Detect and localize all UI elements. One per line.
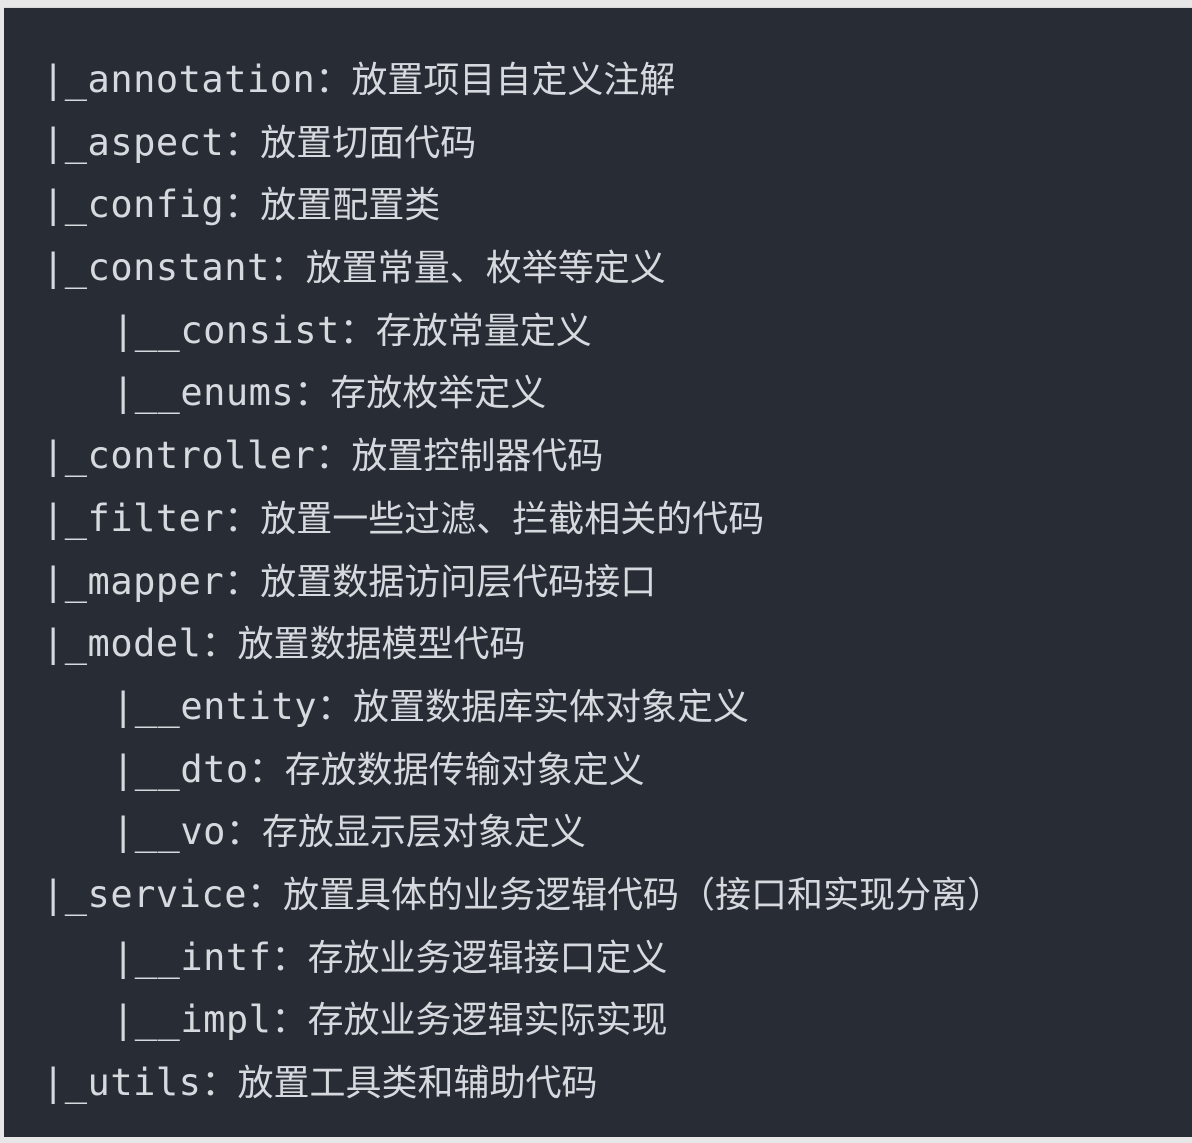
tree-line-mapper: |_mapper：放置数据访问层代码接口: [42, 551, 1003, 614]
line-description: ：放置工具类和辅助代码: [201, 1063, 598, 1104]
tree-line-entity: |__entity：放置数据库实体对象定义: [42, 676, 1003, 739]
tree-line-consist: |__consist：存放常量定义: [42, 300, 1003, 363]
line-description: ：放置数据模型代码: [201, 624, 526, 666]
line-description: ：放置数据访问层代码接口: [224, 561, 657, 603]
line-description: ：放置具体的业务逻辑代码（接口和实现分离）: [246, 874, 1003, 916]
line-prefix: |_filter: [42, 496, 225, 540]
tree-line-model: |_model：放置数据模型代码: [42, 613, 1003, 676]
line-prefix: |__intf: [112, 935, 272, 979]
line-prefix: |_model: [42, 622, 202, 666]
line-prefix: |__impl: [112, 998, 272, 1042]
line-description: ：存放显示层对象定义: [225, 812, 586, 854]
tree-line-controller: |_controller：放置控制器代码: [42, 425, 1003, 488]
tree-line-dto: |__dto：存放数据传输对象定义: [42, 739, 1003, 802]
line-description: ：放置切面代码: [224, 122, 477, 164]
line-prefix: |__entity: [112, 684, 317, 728]
line-prefix: |_constant: [42, 246, 270, 290]
tree-line-service: |_service：放置具体的业务逻辑代码（接口和实现分离）: [42, 864, 1003, 927]
tree-line-filter: |_filter：放置一些过滤、拦截相关的代码: [42, 488, 1003, 551]
line-description: ：存放业务逻辑实际实现: [271, 1000, 668, 1042]
line-prefix: |__enums: [112, 371, 295, 415]
line-description: ：放置配置类: [224, 185, 441, 227]
line-description: ：存放枚举定义: [294, 373, 547, 415]
tree-line-intf: |__intf：存放业务逻辑接口定义: [42, 927, 1003, 990]
line-description: ：放置一些过滤、拦截相关的代码: [224, 498, 765, 540]
line-description: ：放置项目自定义注解: [315, 60, 676, 101]
line-prefix: |__vo: [112, 810, 226, 854]
tree-line-utils: |_utils：放置工具类和辅助代码: [42, 1052, 1003, 1115]
tree-line-enums: |__enums：存放枚举定义: [42, 362, 1003, 425]
line-prefix: |__dto: [112, 747, 249, 791]
directory-tree: |_annotation：放置项目自定义注解 |_aspect：放置切面代码 |…: [42, 49, 1003, 1115]
line-prefix: |_config: [42, 183, 225, 227]
line-description: ：存放业务逻辑接口定义: [271, 937, 668, 979]
line-prefix: |_controller: [42, 434, 316, 478]
tree-line-impl: |__impl：存放业务逻辑实际实现: [42, 989, 1003, 1052]
line-prefix: |_aspect: [42, 120, 225, 164]
line-description: ：存放常量定义: [339, 310, 592, 352]
tree-line-vo: |__vo：存放显示层对象定义: [42, 801, 1003, 864]
line-prefix: |_service: [42, 872, 247, 916]
line-prefix: |__consist: [112, 308, 340, 352]
code-block: |_annotation：放置项目自定义注解 |_aspect：放置切面代码 |…: [4, 7, 1192, 1137]
line-prefix: |_utils: [42, 1061, 202, 1104]
tree-line-annotation: |_annotation：放置项目自定义注解: [42, 49, 1003, 112]
tree-line-aspect: |_aspect：放置切面代码: [42, 112, 1003, 175]
line-prefix: |_mapper: [42, 559, 225, 603]
tree-line-constant: |_constant：放置常量、枚举等定义: [42, 237, 1003, 300]
line-description: ：存放数据传输对象定义: [248, 749, 645, 791]
line-description: ：放置数据库实体对象定义: [316, 686, 749, 728]
line-description: ：放置控制器代码: [315, 436, 604, 478]
line-prefix: |_annotation: [42, 58, 316, 101]
line-description: ：放置常量、枚举等定义: [269, 248, 666, 290]
tree-line-config: |_config：放置配置类: [42, 174, 1003, 237]
